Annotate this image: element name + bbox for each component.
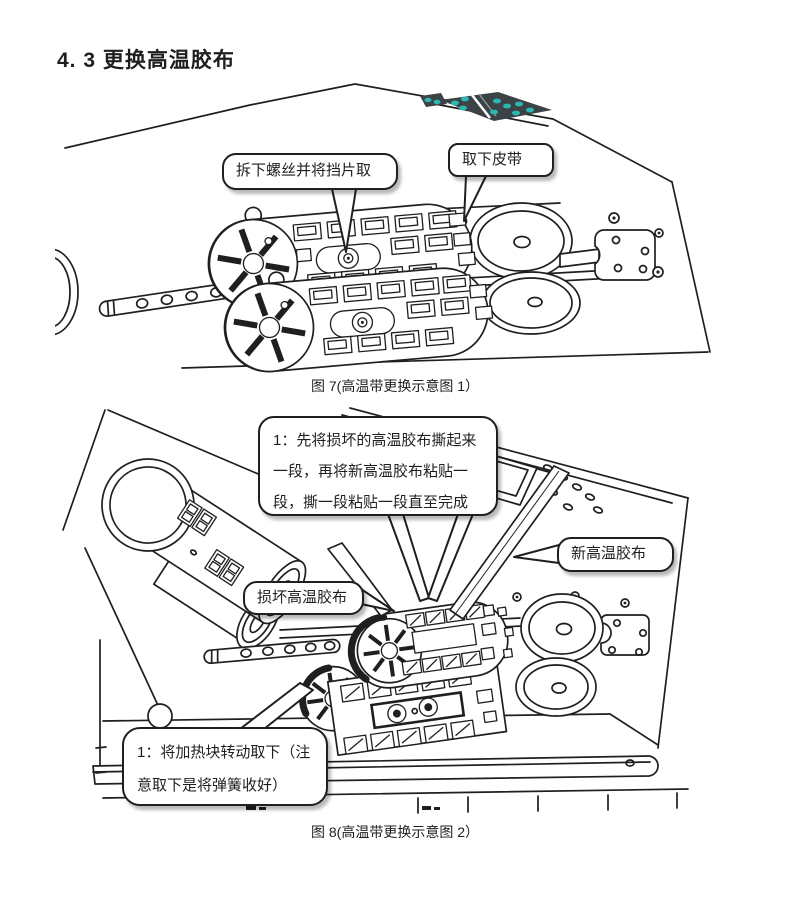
callout-step-tape-line1: 1：先将损坏的高温胶布撕起来	[273, 432, 477, 449]
figure8-drawing	[62, 407, 689, 814]
pulley-8-lower	[515, 657, 597, 717]
figure8-caption: 图 8(高温带更换示意图 2）	[310, 824, 479, 840]
callout-heater-line1: 1：将加热块转动取下（注	[137, 744, 311, 761]
wedge-roller-end	[147, 703, 173, 729]
callout-new-tape-text: 新高温胶布	[571, 545, 647, 563]
track-lower	[220, 267, 494, 375]
callout-tail-new-tape	[513, 544, 560, 564]
callout-remove-belt: 取下皮带	[448, 143, 554, 177]
callout-step-tape-line2: 一段，再将新高温胶布粘贴一	[273, 463, 469, 480]
callout-tail-remove-belt	[463, 175, 487, 222]
keypad-panel	[420, 92, 552, 121]
callout-step-tape: 1：先将损坏的高温胶布撕起来 一段，再将新高温胶布粘贴一 段，撕一段粘贴一段直至…	[258, 416, 498, 516]
callout-remove-belt-text: 取下皮带	[462, 150, 523, 168]
new-tape-strip	[449, 465, 570, 620]
section-heading: 4. 3 更换高温胶布	[57, 49, 235, 72]
callout-damaged-tape: 损坏高温胶布	[243, 581, 364, 615]
callout-heater-line2: 意取下是将弹簧收好）	[137, 777, 288, 794]
callout-step-tape-line3: 段，撕一段粘贴一段直至完成	[273, 494, 469, 511]
figure7-caption: 图 7(高温带更换示意图 1）	[310, 378, 479, 394]
pulley-7-lower	[481, 271, 581, 335]
callout-remove-screw-text: 拆下螺丝并将挡片取	[236, 162, 372, 180]
callout-remove-screw: 拆下螺丝并将挡片取	[222, 153, 398, 190]
rod-8	[203, 638, 341, 665]
axle-bracket-8	[600, 614, 650, 657]
callout-new-tape: 新高温胶布	[557, 537, 674, 572]
callout-heater-block: 1：将加热块转动取下（注 意取下是将弹簧收好）	[122, 727, 328, 806]
pulley-8-upper	[520, 593, 604, 663]
figure7-drawing	[55, 83, 711, 385]
pulley-7-upper	[469, 202, 573, 280]
heater-block	[347, 601, 515, 689]
callout-damaged-tape-text: 损坏高温胶布	[257, 588, 348, 606]
callout-tail-step-left	[387, 513, 430, 602]
left-arc-part	[55, 248, 79, 336]
axle-bracket-7	[559, 212, 664, 281]
